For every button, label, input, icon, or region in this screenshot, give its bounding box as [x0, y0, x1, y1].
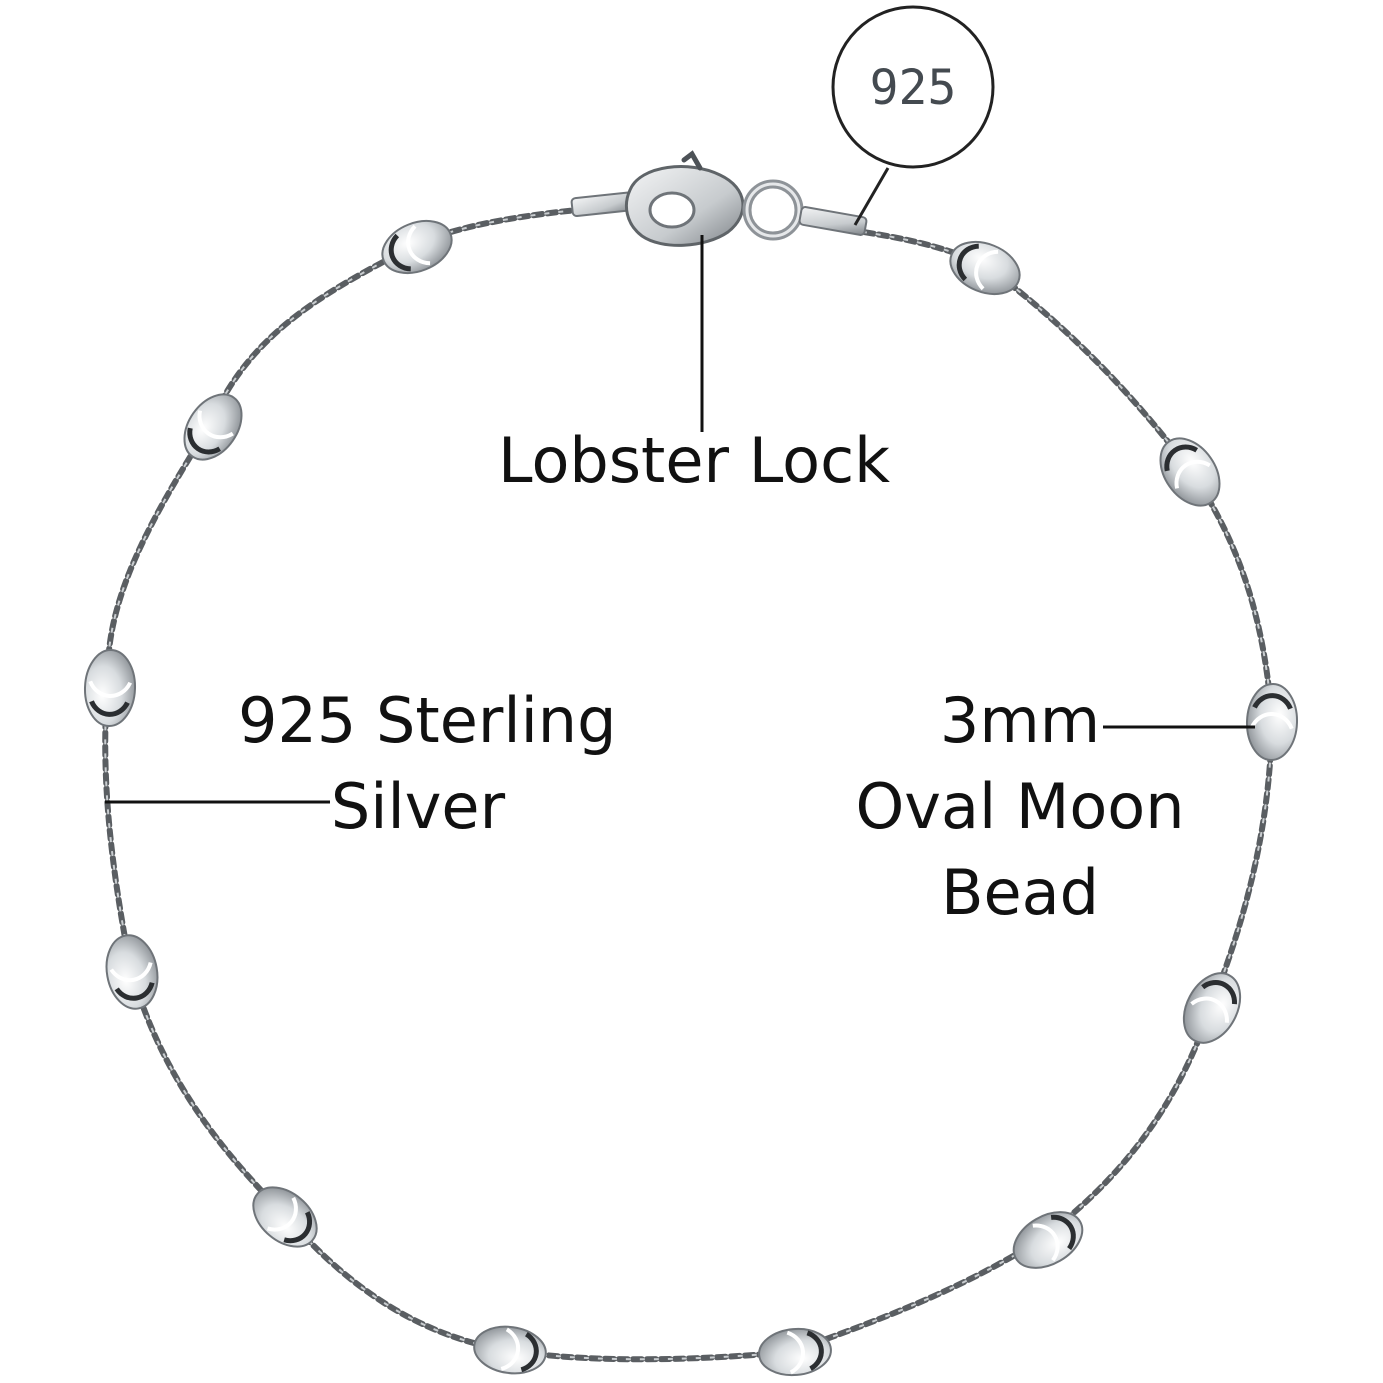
- bead: [758, 1327, 832, 1377]
- oval-bead-line-1: 3mm: [939, 684, 1101, 757]
- sterling-silver-label: 925 Sterling Silver: [238, 678, 617, 850]
- bead: [252, 1186, 318, 1248]
- bead: [183, 393, 243, 461]
- stamp-text: 925: [870, 60, 957, 116]
- bead: [1159, 437, 1221, 507]
- oval-bead-line-2: Oval Moon: [855, 770, 1185, 843]
- lobster-lock-label: Lobster Lock: [498, 418, 890, 504]
- chain: [102, 202, 1276, 1363]
- bead: [381, 219, 453, 275]
- bead: [1182, 972, 1242, 1044]
- bead: [1012, 1211, 1084, 1269]
- bead: [105, 934, 159, 1010]
- sterling-silver-line-1: 925 Sterling: [238, 684, 617, 757]
- bead: [473, 1325, 547, 1375]
- lobster-lock-text: Lobster Lock: [498, 424, 891, 497]
- bead: [949, 240, 1021, 296]
- lobster-clasp: [570, 150, 868, 247]
- oval-bead-line-3: Bead: [940, 856, 1100, 929]
- magnifier-circle: 925: [831, 5, 995, 226]
- bead: [1245, 683, 1299, 761]
- bead: [83, 649, 137, 727]
- oval-bead-label: 3mm Oval Moon Bead: [850, 678, 1190, 936]
- sterling-silver-line-2: Silver: [330, 770, 506, 843]
